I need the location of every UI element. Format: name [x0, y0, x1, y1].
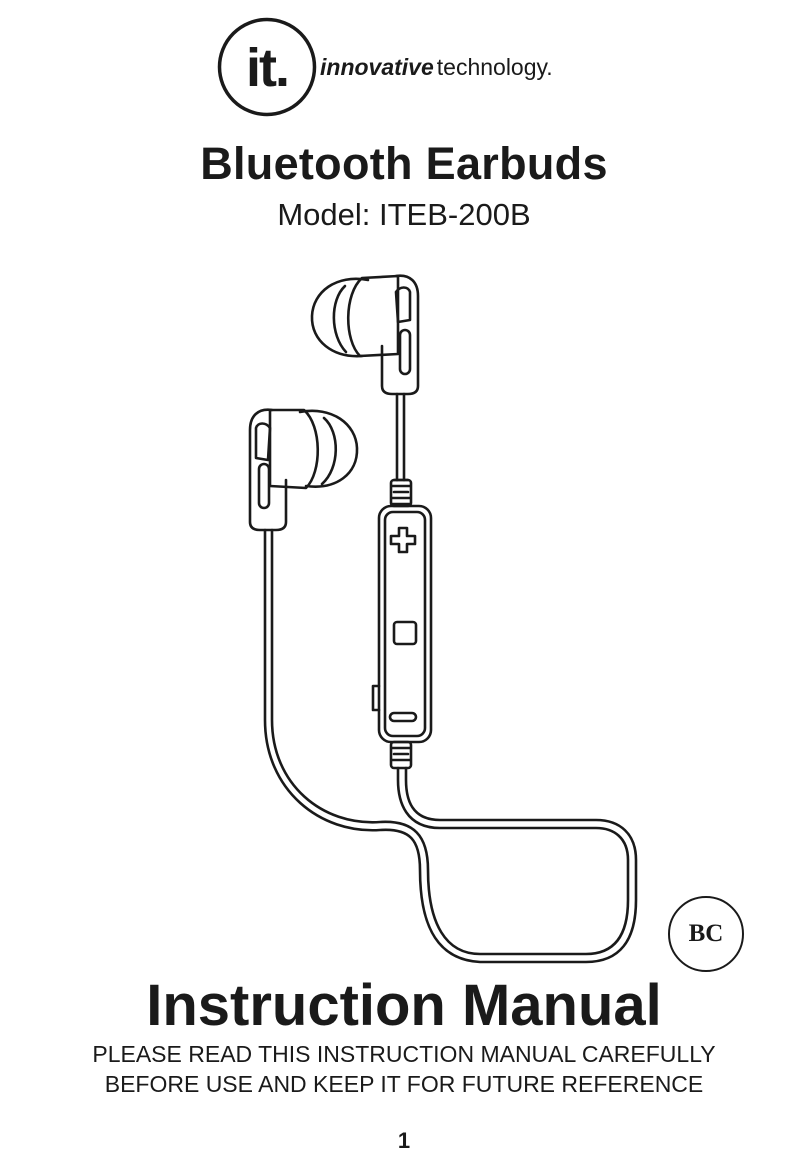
- minus-icon: [388, 711, 418, 723]
- left-earbud: [248, 408, 359, 532]
- brand-regular: technology.: [436, 54, 553, 80]
- notice-line-2: BEFORE USE AND KEEP IT FOR FUTURE REFERE…: [104, 1071, 704, 1097]
- page-number: 1: [397, 1128, 411, 1153]
- brand-bold: innovative: [320, 54, 434, 80]
- square-icon: [392, 620, 418, 646]
- logo-text: it.: [246, 38, 288, 98]
- product-title: Bluetooth Earbuds: [200, 138, 608, 189]
- model-number: Model: ITEB-200B: [277, 197, 531, 232]
- it-logo: it.: [217, 17, 317, 117]
- inline-remote: [377, 504, 433, 744]
- right-earbud: [310, 274, 420, 396]
- bc-badge-text: BC: [688, 920, 724, 947]
- plus-icon: [389, 526, 417, 554]
- notice-line-1: PLEASE READ THIS INSTRUCTION MANUAL CARE…: [92, 1041, 716, 1067]
- bc-badge: BC: [668, 896, 744, 972]
- manual-title: Instruction Manual: [146, 973, 662, 1038]
